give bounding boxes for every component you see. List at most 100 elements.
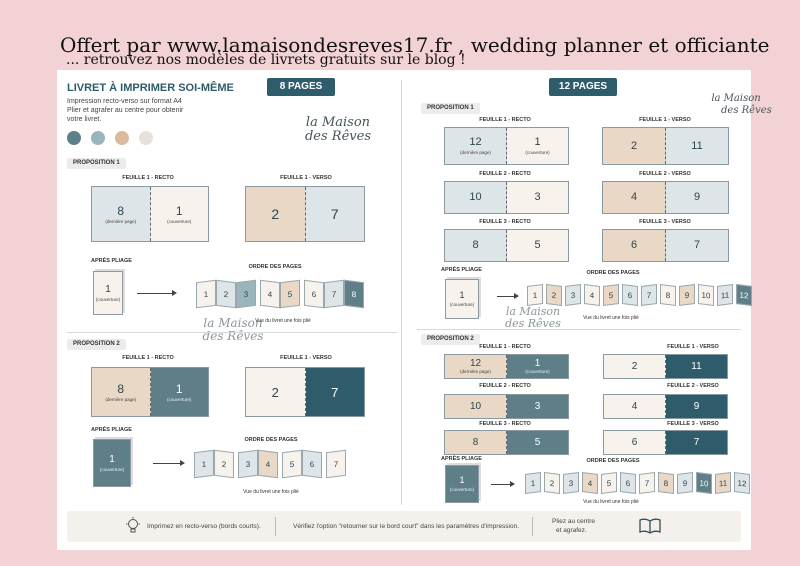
p12-p2-f3-verso: 6 7: [603, 430, 728, 455]
page-tile: 8: [344, 279, 364, 309]
page-panel: 6: [604, 431, 666, 454]
page-number: 3: [534, 191, 541, 203]
page-number: 7: [331, 384, 339, 400]
color-swatch-teal: [67, 131, 81, 145]
page-tile: 7: [639, 472, 655, 494]
page-panel: 9: [666, 395, 727, 418]
arrow-icon: [497, 293, 519, 299]
caption: Vue du livret une fois plié: [583, 315, 639, 321]
p12-f1-verso: 2 11: [602, 127, 729, 165]
page-tile: 9: [677, 472, 693, 494]
folded-booklet: 1 (couverture): [445, 465, 479, 503]
page-tile: 3: [563, 472, 579, 494]
logo-line: la Maison: [305, 115, 371, 130]
color-swatch-blue: [91, 131, 105, 145]
page-panel: 1 (couverture): [507, 355, 568, 378]
page-title: LIVRET À IMPRIMER SOI-MÊME: [67, 82, 234, 94]
printable-sheet: LIVRET À IMPRIMER SOI-MÊME Impression re…: [57, 70, 772, 550]
page-number: 6: [630, 239, 638, 251]
page-tile: 4: [260, 279, 280, 309]
page-tile: 4: [582, 472, 598, 494]
page-panel: 12 (dernière page): [445, 128, 507, 164]
page-tile: 4: [584, 284, 600, 306]
page-tile: 1: [194, 449, 214, 479]
page-panel: 5: [507, 230, 568, 261]
badge-12-pages: 12 PAGES: [549, 78, 617, 96]
color-swatch-beige: [115, 131, 129, 145]
sheet-label: FEUILLE 3 - RECTO: [479, 219, 531, 225]
color-swatch-cream: [139, 131, 153, 145]
footer-divider: [532, 517, 533, 536]
footer-tip-print: Imprimez en recto-verso (bords courts).: [147, 523, 261, 530]
page-panel: 11: [666, 128, 728, 164]
page-caption: (couverture): [95, 296, 121, 302]
logo-line: des Rêves: [304, 128, 371, 144]
page-panel: 7: [666, 230, 728, 261]
logo-line: des Rêves: [505, 316, 561, 330]
sheet-label: FEUILLE 2 - RECTO: [479, 171, 531, 177]
page-panel: 4: [603, 182, 666, 213]
page-panel: 1 (couverture): [150, 368, 208, 416]
page-number: 1: [175, 381, 183, 396]
promo-header-line1: Offert par www.lamaisondesreves17.fr , w…: [60, 33, 770, 57]
page-number: 2: [630, 139, 638, 152]
p12-f2-recto: 10 3: [444, 181, 569, 214]
page-tile: 1: [525, 472, 541, 494]
page-panel: 2: [246, 368, 306, 416]
after-fold-label: APRÈS PLIAGE: [441, 456, 482, 462]
p12-p2-f1-recto: 12 (dernière page) 1 (couverture): [444, 354, 569, 379]
sheet-label: FEUILLE 3 - VERSO: [667, 421, 719, 427]
page-panel: 10: [445, 182, 507, 213]
page-tile: 6: [302, 449, 322, 479]
page-panel: 8 (dernière page): [92, 187, 151, 241]
page-caption: (couverture): [167, 218, 192, 224]
page-tile: 11: [715, 472, 731, 494]
folded-booklet: 1 (couverture): [93, 271, 123, 315]
page-panel: 2: [604, 355, 666, 378]
page-number: 1: [459, 475, 465, 485]
sheet-label: FEUILLE 3 - VERSO: [639, 219, 691, 225]
page-tile: 8: [660, 284, 676, 306]
page-tile: 5: [280, 279, 300, 309]
page-panel: 1 (couverture): [507, 128, 568, 164]
sheet-label: FEUILLE 1 - RECTO: [122, 355, 174, 361]
folded-booklet: 1 (couverture): [93, 439, 131, 487]
after-fold-label: APRÈS PLIAGE: [91, 427, 132, 433]
page-panel: 8 (dernière page): [92, 368, 151, 416]
page-order-strip: 1 2 3 4 5 6 7 8: [196, 279, 364, 309]
page-order-strip: 1 2 3 4 5 6 7: [194, 449, 346, 479]
page-caption: (couverture): [525, 150, 550, 155]
page-panel: 8: [445, 230, 507, 261]
p12-p2-f2-recto: 10 3: [444, 394, 569, 419]
brand-logo: la Maison des Rêves: [283, 116, 393, 143]
page-panel: 11: [666, 355, 727, 378]
page-order-label: ORDRE DES PAGES: [586, 458, 640, 464]
page-tile: 1: [196, 279, 216, 309]
page-tile: 6: [304, 279, 324, 309]
page-caption: (dernière page): [460, 150, 491, 155]
page-number: 8: [472, 436, 479, 448]
footer-tip-staple: et agrafez.: [556, 527, 587, 534]
page-panel: 3: [507, 395, 568, 418]
page-tile: 9: [679, 284, 695, 306]
page-number: 1: [534, 358, 541, 369]
page-caption: (dernière page): [105, 396, 137, 402]
page-tile: 6: [620, 472, 636, 494]
brand-logo-watermark: la Maison des Rêves: [483, 306, 583, 329]
brand-logo: des Rêves: [721, 105, 776, 117]
page-number: 11: [691, 139, 703, 152]
badge-8-pages: 8 PAGES: [267, 78, 335, 96]
page-caption: (couverture): [99, 466, 125, 472]
page-tile: 5: [601, 472, 617, 494]
page-panel: 5: [507, 431, 568, 454]
promo-header-line2: ... retrouvez nos modèles de livrets gra…: [66, 52, 466, 68]
page-number: 8: [472, 239, 479, 251]
page-panel: 8: [445, 431, 507, 454]
page-panel: 3: [507, 182, 568, 213]
page-caption: (couverture): [167, 396, 192, 402]
logo-line: la Maison: [711, 93, 761, 104]
page-caption: (couverture): [449, 302, 475, 307]
p12-f3-recto: 8 5: [444, 229, 569, 262]
p12-f3-verso: 6 7: [602, 229, 729, 262]
sheet-label: FEUILLE 1 - VERSO: [639, 117, 691, 123]
